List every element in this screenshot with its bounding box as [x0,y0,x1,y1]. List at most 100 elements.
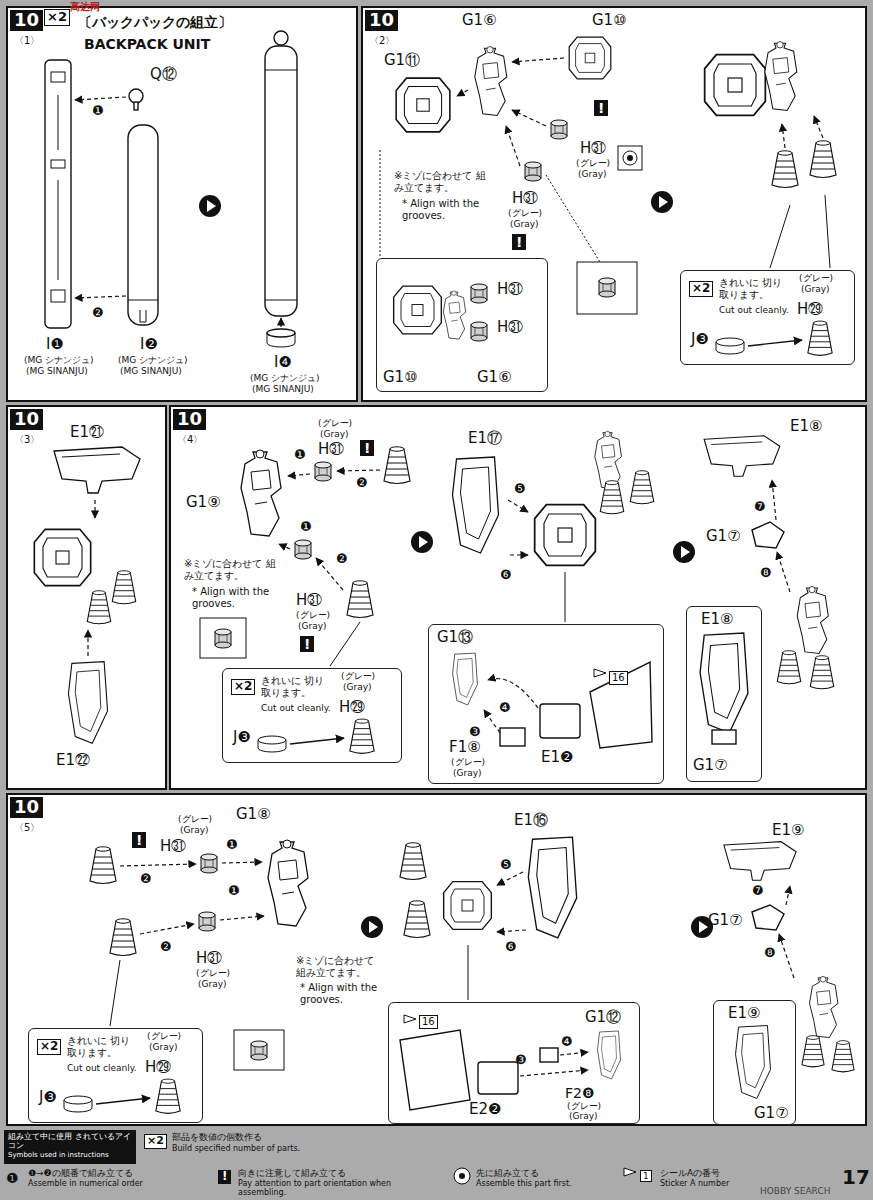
part-label: * Align with the grooves. [192,586,282,609]
part-label: ❻ [505,940,517,955]
part-label: H㉛ [497,319,523,336]
part-label: Sticker A number [660,1179,729,1188]
part-label: Pay attention to part orientation when a… [238,1179,438,1197]
part-label: ❼ [754,500,766,515]
part-label: 〈2〉 [369,35,395,47]
part-label: ❺ [514,482,526,497]
icon-legend-heading: Symbols used in instructions [8,1151,109,1159]
part-label: G1⑨ [186,494,221,511]
watermark: 高达网 [70,1,100,13]
part-label: (Gray) [578,169,607,179]
part-label: ❺ [500,858,512,873]
detail-inset: ×2きれいに 切り取ります。Cut out cleanly.H㉙(グレー)(Gr… [222,668,402,763]
part-label: ❷ [160,940,172,955]
part-label: (グレー) [799,273,833,283]
part-label: 向きに注意して組み立てる [238,1168,346,1178]
sticker-number: 1 [640,1170,652,1182]
part-label: * Align with the grooves. [300,982,386,1005]
detail-inset: G1⑬❹❸F1⑧(グレー)(Gray)E1❷16 [428,624,664,784]
detail-inset: E1⑧G1⑦ [686,606,762,782]
part-label: ❼ [752,884,764,899]
part-label: Cut out cleanly. [261,703,331,713]
part-label: G1⑬ [437,629,473,646]
part-label: H㉛ [497,281,523,298]
step-1-art [45,31,297,347]
quantity-icon: ×2 [37,1039,61,1055]
part-label: I❶ [46,336,64,353]
quantity-icon: ×2 [231,679,255,695]
part-label: ❶→❷の順番で組み立てる [28,1168,133,1178]
part-label: E1⑰ [468,430,502,447]
panel-grounds [6,6,867,1126]
part-label: シールAの番号 [660,1168,720,1178]
part-label: (Gray) [320,429,349,439]
orientation-icon: ! [360,440,374,456]
orientation-icon: ! [300,636,314,652]
part-label: Assemble in numerical order [28,1179,143,1188]
detail-inset: E1⑨G1⑦ [713,1000,796,1125]
orientation-icon: ! [512,234,526,250]
part-label: Assemble this part first. [476,1179,572,1188]
detail-inset: 16G1⑫❹E2❷F2❽(グレー)(Gray)❸ [388,1002,640,1124]
part-label: ❽ [760,566,772,581]
part-label: (グレー) [296,610,330,620]
part-label: E1⑧ [701,611,733,628]
part-label: E1⑯ [514,812,548,829]
step-panel: 10〈4〉×2きれいに 切り取ります。Cut out cleanly.H㉙(グレ… [169,405,867,790]
part-label: (MG SINANJU) [252,384,314,394]
part-label: ❽ [764,946,776,961]
part-label: (MG シナンジュ) [118,355,188,365]
part-label: ❸ [469,725,481,740]
part-label: ❶ [6,1170,19,1186]
part-label: E1㉒ [56,752,90,769]
sticker-number: 16 [419,1015,438,1029]
part-label: ❷ [92,306,104,321]
part-label: H㉙ [145,1059,171,1076]
part-label: Q⑫ [150,66,177,83]
part-label: きれいに 切り取ります。 [719,277,791,300]
step-number: 10 [10,797,43,818]
detail-inset: ×2きれいに 切り取ります。Cut out cleanly.H㉙(グレー)(Gr… [680,270,855,365]
step-2-art [380,37,836,355]
part-label: ※ミゾに合わせて 組み立てます。 [296,955,382,978]
part-label: G1⑧ [236,806,271,823]
part-label: ❶ [294,448,306,463]
part-label: (Gray) [198,979,227,989]
part-label: G1⑥ [462,12,497,29]
part-label: (MG SINANJU) [26,366,88,376]
part-label: ※ミゾに合わせて 組み立てます。 [184,558,284,581]
part-label: H㉛ [512,190,538,207]
part-label: (Gray) [569,1111,598,1121]
part-label: ❷ [336,552,348,567]
part-label: E1⑧ [790,418,822,435]
part-label: (グレー) [508,208,542,218]
part-label: (グレー) [576,158,610,168]
part-label: H㉛ [580,140,606,157]
part-label: H㉛ [318,441,344,458]
part-label: E2❷ [469,1101,501,1118]
part-label: G1⑩ [592,12,627,29]
part-label: ❹ [499,701,511,716]
part-label: 〔バックパックの組立〕 [78,14,232,30]
part-label: (MG シナンジュ) [24,355,94,365]
part-label: (グレー) [196,968,230,978]
part-label: (Gray) [180,825,209,835]
part-label: 〈5〉 [14,822,40,834]
part-label: J❸ [39,1089,57,1106]
part-label: (MG SINANJU) [120,366,182,376]
part-label: F2❽ [565,1085,595,1101]
part-label: (Gray) [453,768,482,778]
orientation-icon: ! [218,1170,231,1184]
part-label: I❹ [274,354,292,371]
watermark: HOBBY SEARCH [760,1186,830,1196]
part-label: BACKPACK UNIT [84,36,210,52]
quantity-icon: ×2 [144,1134,167,1149]
part-label: Cut out cleanly. [719,305,789,315]
part-label: ❷ [356,476,368,491]
part-label: ❷ [140,872,152,887]
step-3-art [34,447,140,743]
part-label: G1⑦ [706,528,741,545]
part-label: I❷ [140,336,158,353]
part-label: 〈3〉 [14,434,40,446]
